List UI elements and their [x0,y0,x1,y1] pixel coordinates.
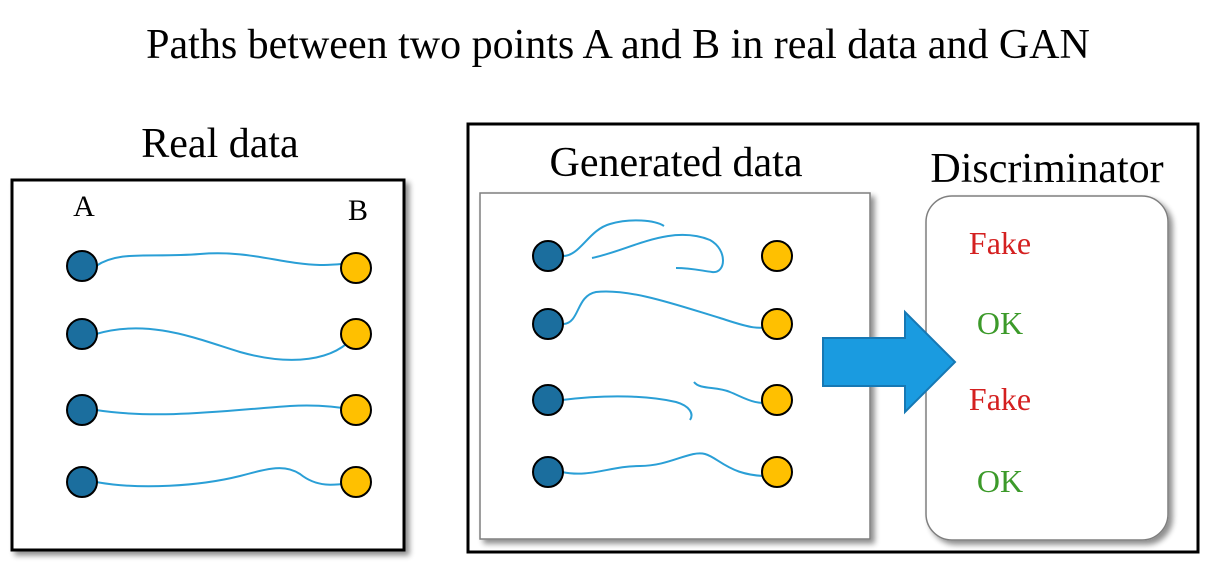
real-point-a-2 [66,318,98,350]
real-point-b-3 [340,394,372,426]
real-point-b-2 [340,318,372,350]
diagram-title: Paths between two points A and B in real… [146,22,1090,68]
real-point-b-4 [340,466,372,498]
real-path-1 [95,252,357,267]
real-data-box [10,178,406,552]
real-points [66,250,372,498]
generated-path-1 [561,219,724,274]
discriminator-heading: Discriminator [930,146,1163,192]
real-point-b-1 [340,252,372,284]
discriminator-box [925,195,1169,541]
real-paths [95,252,357,488]
generated-point-b-3 [761,384,793,416]
real-point-a-1 [66,250,98,282]
point-b-label: B [348,194,368,227]
real-data-panel: Real data A B [10,121,406,552]
right-arrow-icon [822,309,957,415]
generated-data-panel: Generated data [479,140,871,540]
generated-path-3 [561,381,777,421]
real-path-3 [95,404,357,416]
point-a-label: A [73,190,95,223]
generated-paths [561,219,777,478]
verdict-3: Fake [969,381,1031,417]
generated-data-heading: Generated data [549,140,802,186]
real-point-a-4 [66,466,98,498]
generated-point-b-2 [761,308,793,340]
real-point-a-3 [66,394,98,426]
real-path-2 [95,327,357,361]
generated-point-a-2 [532,308,564,340]
generated-path-4 [561,452,777,478]
generated-point-a-1 [532,240,564,272]
real-path-4 [95,467,357,488]
verdict-2: OK [977,305,1023,341]
verdict-1: Fake [969,225,1031,261]
generated-point-a-3 [532,384,564,416]
real-data-heading: Real data [141,121,299,167]
verdict-4: OK [977,463,1023,499]
generated-points [532,240,793,488]
generated-path-2 [563,290,777,329]
generated-point-b-4 [761,456,793,488]
discriminator-panel: Discriminator Fake OK Fake OK [925,146,1169,541]
generated-point-b-1 [761,240,793,272]
generated-point-a-4 [532,456,564,488]
